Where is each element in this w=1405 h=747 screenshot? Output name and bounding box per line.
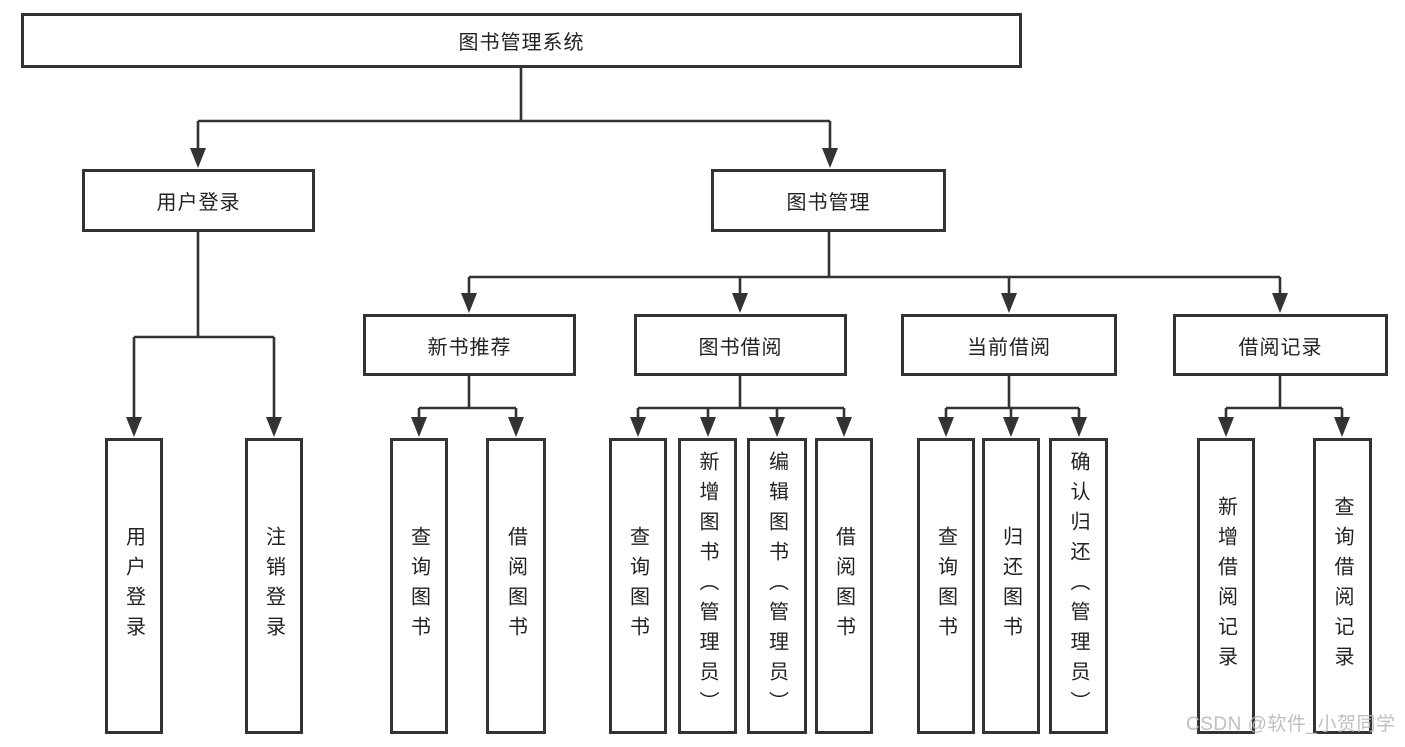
leaf-label: 查询图书 xyxy=(407,526,430,646)
leaf-edit-book-admin: 编辑图书（管理员） xyxy=(747,438,807,734)
leaf-label: 借阅图书 xyxy=(504,526,527,646)
leaf-label: 查询借阅记录 xyxy=(1331,496,1353,676)
leaf-borrow-books: 借阅图书 xyxy=(486,438,546,734)
node-label: 当前借阅 xyxy=(967,336,1051,359)
leaf-query-borrow-record: 查询借阅记录 xyxy=(1313,438,1372,734)
node-label: 图书管理系统 xyxy=(458,32,585,54)
leaf-return-book: 归还图书 xyxy=(982,438,1040,734)
leaf-label: 归还图书 xyxy=(999,526,1022,646)
leaf-label: 查询图书 xyxy=(934,526,957,646)
node-label: 新书推荐 xyxy=(427,336,512,359)
node-label: 图书借阅 xyxy=(698,336,783,359)
leaf-add-borrow-record: 新增借阅记录 xyxy=(1197,438,1255,734)
leaf-label: 确认归还（管理员） xyxy=(1067,451,1089,721)
leaf-label: 查询图书 xyxy=(626,526,649,646)
node-new-book-recommendation: 新书推荐 xyxy=(363,314,576,376)
leaf-label: 新增图书（管理员） xyxy=(696,451,718,721)
node-current-borrowing: 当前借阅 xyxy=(901,314,1117,376)
leaf-label: 新增借阅记录 xyxy=(1214,496,1237,676)
leaf-query-books: 查询图书 xyxy=(917,438,975,734)
leaf-logout: 注销登录 xyxy=(245,438,303,734)
csdn-watermark: CSDN @软件_小贺同学 xyxy=(1186,714,1396,735)
leaf-add-book-admin: 新增图书（管理员） xyxy=(678,438,737,734)
leaf-confirm-return-admin: 确认归还（管理员） xyxy=(1049,438,1108,734)
leaf-query-books: 查询图书 xyxy=(390,438,448,734)
leaf-user-login: 用户登录 xyxy=(105,438,163,734)
leaf-label: 借阅图书 xyxy=(832,526,855,646)
node-book-borrowing: 图书借阅 xyxy=(634,314,847,376)
node-library-management-system: 图书管理系统 xyxy=(21,13,1022,68)
node-label: 借阅记录 xyxy=(1238,336,1323,359)
node-user-login: 用户登录 xyxy=(82,169,315,232)
leaf-label: 用户登录 xyxy=(122,526,145,646)
node-label: 图书管理 xyxy=(786,192,871,214)
node-label: 用户登录 xyxy=(156,192,241,214)
leaf-label: 注销登录 xyxy=(262,526,285,646)
node-book-management: 图书管理 xyxy=(711,169,946,232)
node-borrowing-records: 借阅记录 xyxy=(1173,314,1388,376)
leaf-borrow-books: 借阅图书 xyxy=(815,438,873,734)
leaf-label: 编辑图书（管理员） xyxy=(765,451,788,721)
leaf-query-books: 查询图书 xyxy=(609,438,667,734)
